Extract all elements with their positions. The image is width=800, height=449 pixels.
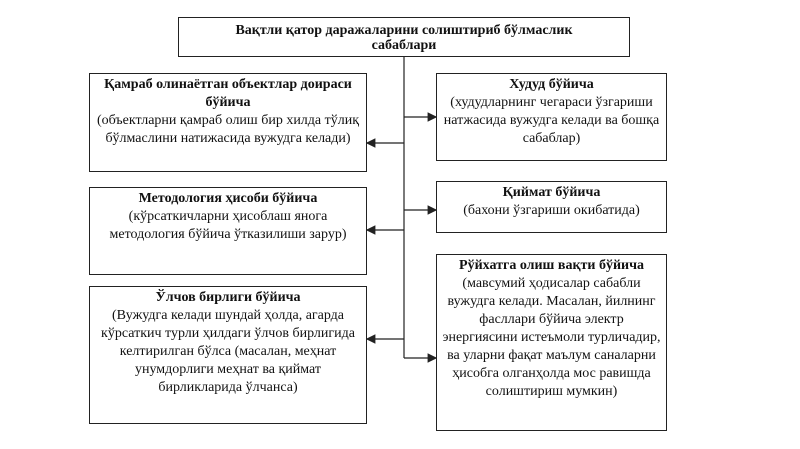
right-box-value-heading: Қиймат бўйича [502,185,601,200]
left-box-scope-heading: Қамраб олинаётган объектлар доираси бўйи… [104,77,352,110]
diagram-title: Вақтли қатор даражаларини солиштириб бўл… [235,23,573,53]
title-box: Вақтли қатор даражаларини солиштириб бўл… [178,17,630,57]
right-box-value: Қиймат бўйича (бахони ўзгариши окибатида… [436,181,667,233]
left-box-methodology-text: (кўрсаткичларни ҳисоблаш янога методолог… [109,209,347,242]
left-box-scope: Қамраб олинаётган объектлар доираси бўйи… [89,73,367,172]
left-box-units-heading: Ўлчов бирлиги бўйича [155,290,301,305]
right-box-territory: Худуд бўйича (худудларнинг чегараси ўзга… [436,73,667,161]
right-box-value-text: (бахони ўзгариши окибатида) [463,203,640,218]
left-box-units: Ўлчов бирлиги бўйича (Вужудга келади шун… [89,286,367,424]
left-box-methodology: Методология ҳисоби бўйича (кўрсаткичларн… [89,187,367,275]
right-box-registration-time: Рўйхатга олиш вақти бўйича (мавсумий ҳод… [436,254,667,431]
right-box-registration-time-heading: Рўйхатга олиш вақти бўйича [459,258,644,273]
right-box-registration-time-text: (мавсумий ҳодисалар сабабли вужудга кела… [442,276,661,399]
left-box-methodology-heading: Методология ҳисоби бўйича [138,191,318,206]
right-box-territory-heading: Худуд бўйича [509,77,594,92]
left-box-units-text: (Вужудга келади шундай ҳолда, агарда кўр… [101,308,355,395]
right-box-territory-text: (худудларнинг чегараси ўзгариши натжасид… [443,95,660,146]
left-box-scope-text: (объектларни қамраб олиш бир хилда тўлиқ… [96,113,360,146]
